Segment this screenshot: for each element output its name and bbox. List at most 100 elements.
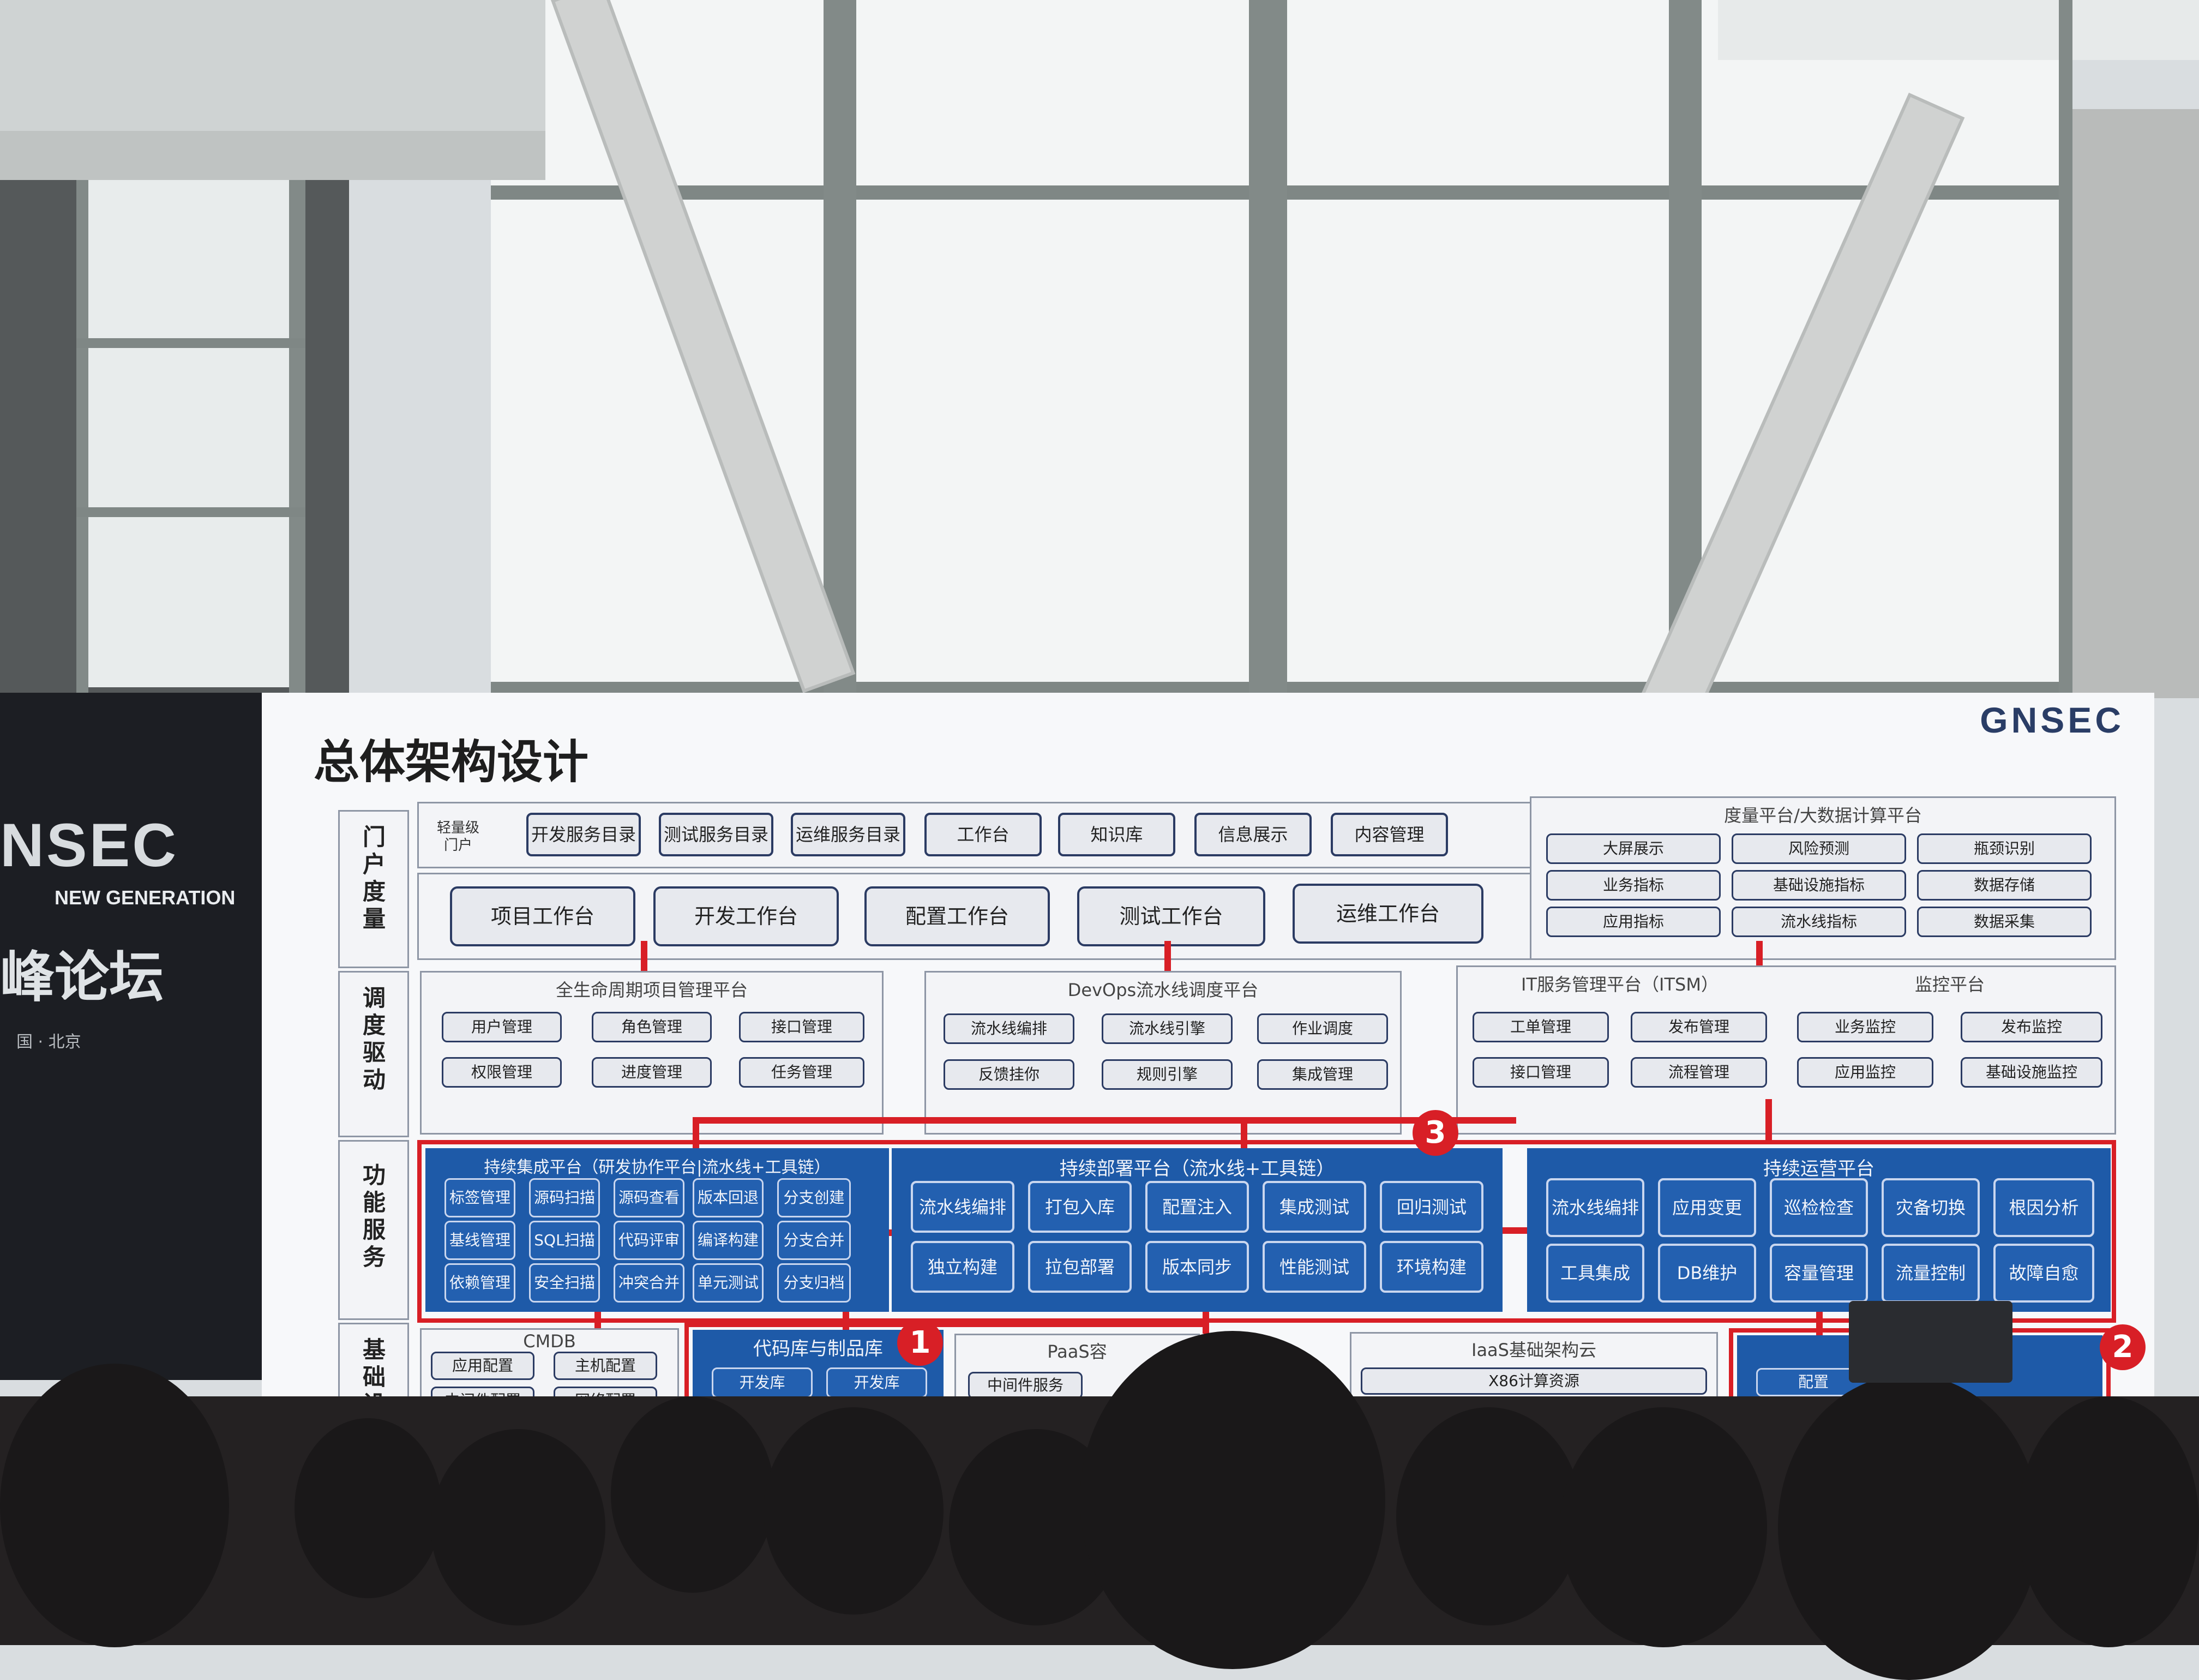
step-badge-1: 1 <box>897 1320 943 1366</box>
banner-forum-title: 峰论坛 <box>0 945 164 1009</box>
ops-item: 故障自愈 <box>1993 1244 2094 1303</box>
left-window <box>82 180 295 687</box>
paas-item: 中间件服务 <box>968 1372 1083 1399</box>
portal-item: 信息展示 <box>1194 813 1312 856</box>
lifecycle-item: 权限管理 <box>442 1057 562 1088</box>
lifecycle-frame <box>420 971 884 1135</box>
left-window-frame <box>289 180 305 693</box>
cmdb-item: 主机配置 <box>554 1352 657 1380</box>
function-red-frame <box>417 1140 2116 1323</box>
cd-item: 打包入库 <box>1028 1181 1132 1233</box>
audience-head <box>1396 1407 1582 1625</box>
lifecycle-item: 用户管理 <box>442 1012 562 1042</box>
row-label-schedule: 调度驱动 <box>363 985 386 1093</box>
ci-title: 持续集成平台（研发协作平台|流水线+工具链） <box>484 1158 831 1177</box>
ci-item: 分支合并 <box>777 1221 851 1260</box>
iaas-item: X86计算资源 <box>1361 1367 1707 1395</box>
ci-item: 源码扫描 <box>529 1178 600 1217</box>
cmdb-item: 应用配置 <box>431 1352 534 1380</box>
window-frame <box>1249 0 1287 693</box>
devops-item: 作业调度 <box>1257 1013 1388 1044</box>
cd-item: 流水线编排 <box>911 1181 1014 1233</box>
ops-item: 工具集成 <box>1546 1244 1644 1303</box>
workbench-ops: 运维工作台 <box>1293 884 1483 944</box>
portal-item: 工作台 <box>924 813 1042 856</box>
devops-item: 集成管理 <box>1257 1059 1388 1090</box>
lifecycle-item: 进度管理 <box>592 1057 712 1088</box>
cd-title: 持续部署平台（流水线+工具链） <box>1059 1158 1335 1180</box>
bigdata-item: 流水线指标 <box>1732 907 1906 937</box>
ci-item: 冲突合并 <box>614 1263 684 1303</box>
cd-item: 回归测试 <box>1380 1181 1483 1233</box>
lifecycle-title: 全生命周期项目管理平台 <box>555 980 748 1000</box>
bigdata-item: 瓶颈识别 <box>1917 833 2092 864</box>
itsm-title: IT服务管理平台（ITSM） <box>1521 974 1719 995</box>
monitor-item: 应用监控 <box>1797 1057 1933 1088</box>
ops-item: 巡检检查 <box>1770 1178 1868 1237</box>
monitor-title: 监控平台 <box>1914 974 1985 995</box>
repo-title: 代码库与制品库 <box>753 1338 883 1360</box>
audience-head <box>2018 1396 2199 1647</box>
cd-item: 拉包部署 <box>1028 1241 1132 1293</box>
row-label-frame <box>338 810 409 968</box>
light-portal-label: 轻量级门户 <box>436 820 479 854</box>
workbench-config: 配置工作台 <box>864 886 1050 946</box>
audience-head <box>431 1429 605 1625</box>
portal-item: 开发服务目录 <box>526 813 641 856</box>
cd-item: 版本同步 <box>1145 1241 1249 1293</box>
bigdata-title: 度量平台/大数据计算平台 <box>1724 805 1922 826</box>
right-pillar <box>2067 109 2199 698</box>
cd-item: 环境构建 <box>1380 1241 1483 1293</box>
monitor-item: 业务监控 <box>1797 1012 1933 1042</box>
devops-item: 规则引擎 <box>1102 1059 1233 1090</box>
ceiling-beam <box>0 131 545 180</box>
conference-banner <box>0 693 262 1380</box>
devops-item: 流水线引擎 <box>1102 1013 1233 1044</box>
ops-item: 流量控制 <box>1882 1244 1980 1303</box>
bigdata-item: 应用指标 <box>1546 907 1721 937</box>
ci-item: 版本回退 <box>693 1178 764 1217</box>
repo-item: 开发库 <box>826 1367 927 1398</box>
ops-item: 应用变更 <box>1658 1178 1756 1237</box>
bigdata-item: 数据存储 <box>1917 870 2092 901</box>
cd-item: 性能测试 <box>1263 1241 1366 1293</box>
raised-phone <box>1849 1301 2012 1383</box>
connector-arrow <box>1164 941 1171 974</box>
connector-arrow <box>641 941 647 974</box>
window-frame <box>824 0 856 693</box>
monitor-item: 发布监控 <box>1961 1012 2102 1042</box>
cd-item: 独立构建 <box>911 1241 1014 1293</box>
ci-item: 基线管理 <box>444 1221 515 1260</box>
slide-logo: GNSEC <box>1980 700 2124 740</box>
devops-item: 反馈挂你 <box>944 1059 1074 1090</box>
monitor-item: 基础设施监控 <box>1961 1057 2102 1088</box>
row-label-frame <box>338 1140 409 1320</box>
row-label-frame <box>338 971 409 1137</box>
portal-item: 测试服务目录 <box>659 813 773 856</box>
audience-head <box>611 1396 774 1593</box>
portal-item: 知识库 <box>1058 813 1175 856</box>
repo-item: 开发库 <box>712 1367 813 1398</box>
itsm-item: 工单管理 <box>1473 1012 1609 1042</box>
itsm-monitor-frame <box>1456 965 2116 1135</box>
bigdata-item: 风险预测 <box>1732 833 1906 864</box>
audience-head <box>1778 1375 2040 1680</box>
ci-item: SQL扫描 <box>529 1221 600 1260</box>
bigdata-item: 基础设施指标 <box>1732 870 1906 901</box>
banner-city: 国 · 北京 <box>16 1033 81 1052</box>
ops-title: 持续运营平台 <box>1763 1158 1874 1180</box>
ci-item: 依赖管理 <box>444 1263 515 1303</box>
workbench-project: 项目工作台 <box>450 886 635 946</box>
cmdb-title: CMDB <box>523 1331 576 1352</box>
audience-head <box>1560 1407 1767 1647</box>
step-badge-3: 3 <box>1413 1110 1458 1156</box>
ci-item: 标签管理 <box>444 1178 515 1217</box>
ops-item: 灾备切换 <box>1882 1178 1980 1237</box>
audience-head <box>0 1364 229 1647</box>
ci-item: 分支归档 <box>777 1263 851 1303</box>
itsm-item: 发布管理 <box>1631 1012 1767 1042</box>
audience-head <box>295 1418 442 1598</box>
iaas-title: IaaS基础架构云 <box>1471 1340 1596 1360</box>
bigdata-item: 数据采集 <box>1917 907 2092 937</box>
ceiling <box>0 0 545 131</box>
